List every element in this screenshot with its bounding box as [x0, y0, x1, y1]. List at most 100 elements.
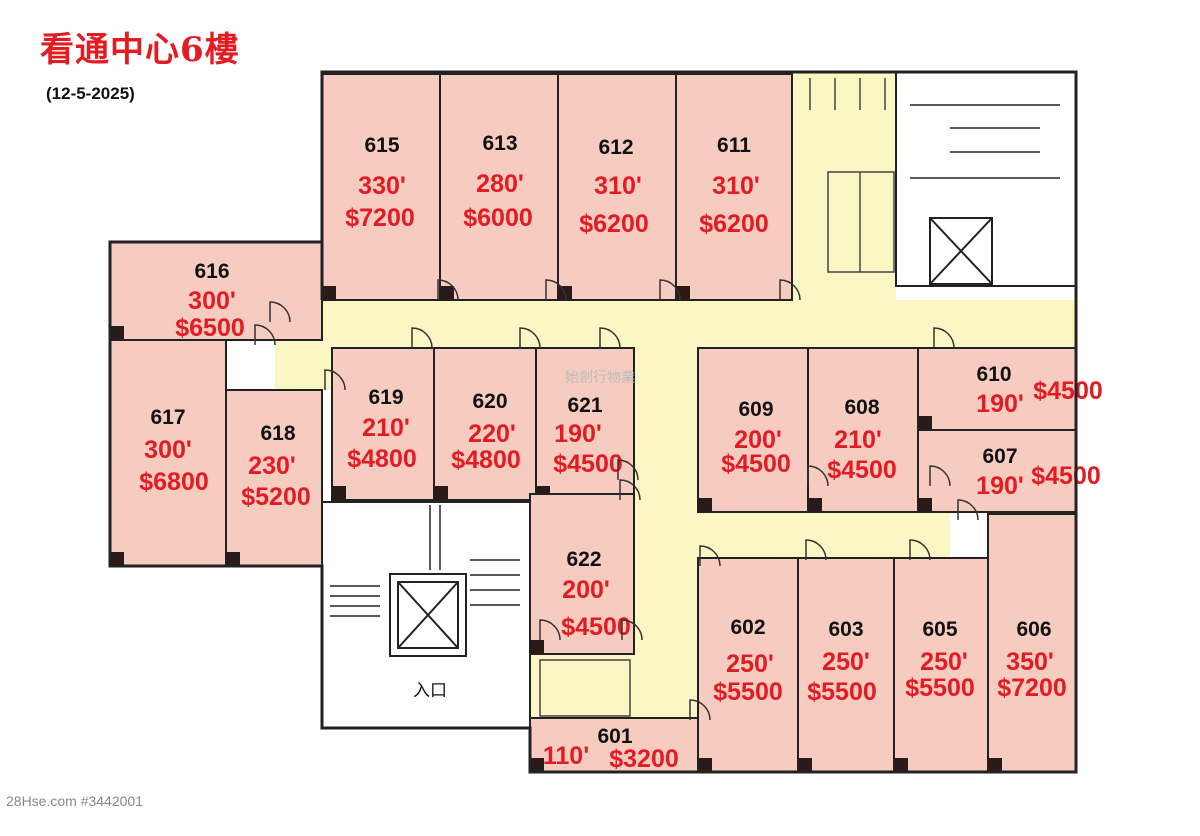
- door-swing: [437, 279, 459, 301]
- unit-room: [807, 347, 919, 513]
- unit-room: [321, 73, 441, 301]
- door-swing: [807, 465, 829, 487]
- unit-price: $4800: [451, 446, 521, 474]
- pillar: [894, 758, 908, 772]
- units-layer: 615330'$7200613280'$6000612310'$62006113…: [109, 73, 1103, 773]
- unit-size: 190': [554, 420, 602, 448]
- door-swing: [621, 619, 643, 641]
- pillar: [698, 758, 712, 772]
- unit-number: 605: [922, 618, 957, 641]
- unit-number: 606: [1016, 618, 1051, 641]
- door-swing: [545, 279, 567, 301]
- unit-room: [433, 347, 537, 501]
- outer-walls: [108, 70, 1078, 774]
- unit-price: $4500: [721, 450, 791, 478]
- footer-watermark: 28Hse.com #3442001: [6, 793, 143, 809]
- unit-size: 230': [248, 452, 296, 480]
- pillar: [918, 498, 932, 512]
- lift-shaft-main: [389, 573, 467, 657]
- pillar: [808, 498, 822, 512]
- unit-number: 615: [364, 134, 399, 157]
- unit-room: [987, 513, 1077, 773]
- unit-price: $7200: [997, 674, 1067, 702]
- unit-room: [439, 73, 559, 301]
- unit-size: 310': [712, 172, 760, 200]
- date-label: (12-5-2025): [46, 84, 135, 103]
- door-swing: [909, 539, 931, 561]
- unit-size: 190': [976, 390, 1024, 418]
- unit-price: $6500: [175, 314, 245, 342]
- door-swing: [619, 479, 641, 501]
- unit-size: 250': [726, 650, 774, 678]
- unit-number: 618: [260, 422, 295, 445]
- unit-number: 602: [730, 616, 765, 639]
- door-swing: [411, 327, 433, 349]
- lift-shaft-east: [929, 217, 993, 285]
- pillar: [110, 552, 124, 566]
- unit-room: [109, 241, 323, 341]
- unit-price: $6800: [139, 468, 209, 496]
- unit-size: 210': [362, 414, 410, 442]
- door-swing: [957, 499, 979, 521]
- pillar: [226, 552, 240, 566]
- unit-room: [331, 347, 435, 501]
- door-swing: [699, 545, 721, 567]
- pillar: [530, 758, 544, 772]
- unit-size: 300': [144, 436, 192, 464]
- unit-number: 620: [472, 390, 507, 413]
- unit-price: $6200: [579, 210, 649, 238]
- door-swing: [254, 324, 276, 346]
- unit-number: 613: [482, 132, 517, 155]
- unit-number: 607: [982, 445, 1017, 468]
- unit-size: 220': [468, 420, 516, 448]
- unit-size: 280': [476, 170, 524, 198]
- unit-price: $4500: [561, 613, 631, 641]
- unit-price: $6200: [699, 210, 769, 238]
- door-swing: [539, 619, 561, 641]
- unit-number: 610: [976, 363, 1011, 386]
- unit-number: 619: [368, 386, 403, 409]
- unit-620: 620 220'$4800: [433, 347, 537, 501]
- doors: [254, 279, 979, 721]
- unit-room: [225, 389, 323, 567]
- unit-number: 611: [717, 134, 751, 157]
- unit-price: $6000: [463, 204, 533, 232]
- unit-number: 603: [828, 618, 863, 641]
- unit-number: 622: [566, 548, 601, 571]
- door-swing: [269, 301, 291, 323]
- unit-size: 300': [188, 287, 236, 315]
- unit-size: 310': [594, 172, 642, 200]
- unit-price: $3200: [609, 745, 679, 773]
- service-areas: [321, 71, 1077, 729]
- unit-size: 200': [734, 426, 782, 454]
- door-swing: [929, 465, 951, 487]
- floor-title: 看通中心6樓: [40, 30, 240, 70]
- unit-number: 608: [844, 396, 879, 419]
- toilet-block: [539, 78, 895, 717]
- pillar: [530, 640, 544, 654]
- unit-size: 250': [822, 648, 870, 676]
- door-swing: [659, 279, 681, 301]
- unit-size: 200': [562, 576, 610, 604]
- unit-611: 611 310' $6200: [675, 73, 793, 301]
- door-swing: [324, 369, 346, 391]
- staircase-east: [895, 71, 1077, 287]
- stairs: [330, 104, 1060, 617]
- pillar: [988, 758, 1002, 772]
- unit-603: 603 250'$5500: [797, 557, 895, 773]
- unit-price: $5500: [807, 678, 877, 706]
- unit-room: [697, 557, 799, 773]
- unit-size: 330': [358, 172, 406, 200]
- door-swing: [689, 699, 711, 721]
